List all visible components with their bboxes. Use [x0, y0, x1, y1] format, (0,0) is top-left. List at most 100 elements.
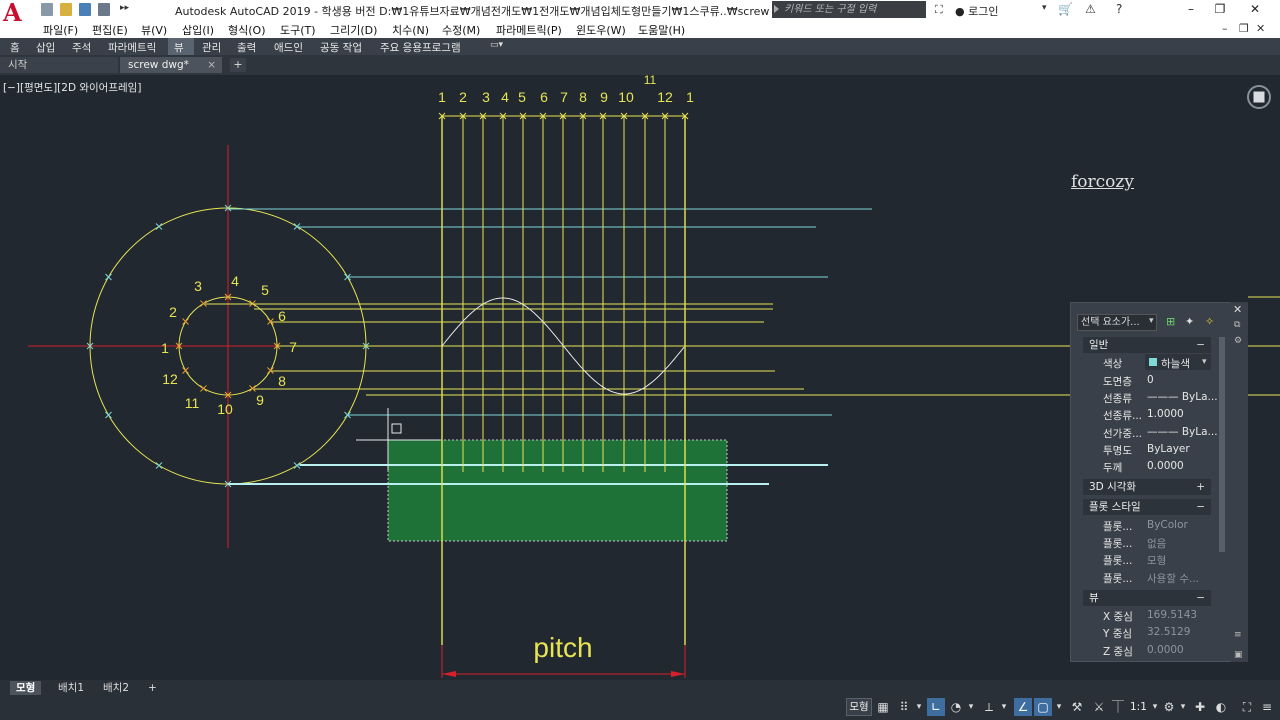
cart-icon[interactable]: 🛒 [1058, 2, 1073, 16]
scale-value[interactable]: 1:1 [1130, 701, 1147, 713]
quick-select-icon[interactable]: ✧ [1205, 315, 1215, 328]
scale-dropdown-icon[interactable]: ▾ [1152, 702, 1158, 712]
inner-division-mark-9 [224, 391, 232, 399]
menu-insert[interactable]: 삽입(I) [182, 24, 215, 37]
ribbon-tab-output[interactable]: 출력 [237, 42, 257, 54]
doc-restore-button[interactable]: ❐ [1239, 22, 1249, 35]
fullscreen-icon[interactable]: ⛶ [1242, 700, 1252, 714]
color-value-box[interactable] [1145, 354, 1211, 370]
application-menu-button[interactable]: A [0, 0, 30, 40]
object-snap-icon[interactable]: ▢ [1034, 698, 1052, 716]
open-icon[interactable] [60, 3, 72, 16]
menu-tools[interactable]: 도구(T) [280, 24, 316, 37]
isodraft-dropdown-icon[interactable]: ▾ [1001, 702, 1007, 712]
search-input[interactable]: 키워드 또는 구절 입력 [772, 1, 926, 18]
isolate-icon[interactable]: ◐ [1215, 700, 1227, 714]
grid-icon[interactable]: ▦ [877, 700, 889, 714]
polar-dropdown-icon[interactable]: ▾ [968, 702, 974, 712]
ribbon-tab-manage[interactable]: 관리 [202, 42, 222, 54]
isodraft-icon[interactable]: ⟂ [984, 700, 993, 714]
section-view[interactable]: 뷰− [1083, 590, 1211, 606]
workspace-gear-icon[interactable]: ⚙ [1163, 700, 1175, 714]
ribbon-tab-addins[interactable]: 애드인 [274, 42, 303, 54]
ribbon-tab-featured-apps[interactable]: 주요 응용프로그램 [380, 42, 461, 54]
palette-scrollbar[interactable] [1219, 337, 1225, 552]
menu-modify[interactable]: 수정(M) [442, 24, 481, 37]
prop-value-lineweight[interactable]: ——— ByLa... [1147, 426, 1218, 438]
prop-value-layer[interactable]: 0 [1147, 374, 1154, 386]
tab-layout2[interactable]: 배치2 [103, 682, 130, 694]
section-plot-style[interactable]: 플롯 스타일− [1083, 499, 1211, 515]
palette-close-icon[interactable]: ✕ [1233, 303, 1243, 316]
new-tab-button[interactable]: + [230, 58, 246, 72]
expand-toolbar-icon[interactable]: ▸▸ [120, 3, 130, 13]
menu-view[interactable]: 뷰(V) [141, 24, 168, 37]
viewport-controls[interactable]: [−][평면도][2D 와이어프레임] [3, 82, 142, 94]
snap-dropdown-icon[interactable]: ▾ [916, 702, 922, 712]
prop-value-linetype[interactable]: ——— ByLa... [1147, 391, 1218, 403]
palette-menu-icon[interactable]: ▣ [1234, 650, 1243, 660]
select-objects-icon[interactable]: ✦ [1185, 315, 1195, 328]
ribbon-minimize-icon[interactable]: ▭▾ [490, 40, 504, 50]
prop-value-linetype-scale[interactable]: 1.0000 [1147, 408, 1184, 420]
section-general[interactable]: 일반− [1083, 337, 1211, 353]
palette-settings-icon[interactable]: ⚙ [1234, 336, 1243, 346]
menu-edit[interactable]: 편집(E) [92, 24, 128, 37]
exchange-icon[interactable]: ⚠ [1085, 2, 1096, 16]
minimize-button[interactable]: – [1188, 2, 1194, 16]
tab-model[interactable]: 모형 [10, 681, 42, 695]
auto-scale-icon[interactable]: ⚔ [1093, 700, 1105, 714]
viewcube-icon[interactable] [1246, 84, 1272, 110]
ribbon-tab-view[interactable]: 뷰 [174, 42, 184, 54]
add-layout-button[interactable]: + [148, 682, 157, 694]
prop-value-thickness[interactable]: 0.0000 [1147, 460, 1184, 472]
new-icon[interactable] [41, 3, 53, 16]
polar-icon[interactable]: ◔ [950, 700, 962, 714]
ortho-icon[interactable]: ∟ [927, 698, 945, 716]
menu-help[interactable]: 도움말(H) [638, 24, 686, 37]
ribbon-tab-parametric[interactable]: 파라메트릭 [108, 42, 157, 54]
toggle-pickadd-icon[interactable]: ⊞ [1166, 315, 1176, 328]
menu-parametric[interactable]: 파라메트릭(P) [496, 24, 562, 37]
close-tab-icon[interactable]: × [207, 59, 216, 71]
doc-close-button[interactable]: ✕ [1256, 22, 1266, 35]
object-snap-tracking-icon[interactable]: ∠ [1014, 698, 1032, 716]
ribbon-tab-home[interactable]: 홈 [10, 42, 20, 54]
save-icon[interactable] [79, 3, 91, 16]
close-button[interactable]: ✕ [1249, 2, 1261, 16]
ribbon-tab-insert[interactable]: 삽입 [36, 42, 56, 54]
palette-resize-icon[interactable]: ≡ [1234, 630, 1242, 640]
annotation-visibility-icon[interactable]: ⚒ [1071, 700, 1083, 714]
circle-label-12: 12 [162, 371, 178, 387]
annotation-scale-icon[interactable]: ⏉ [1111, 700, 1124, 714]
menu-dimension[interactable]: 치수(N) [392, 24, 430, 37]
signin-dropdown-icon[interactable]: ▾ [1042, 3, 1047, 13]
workspace-dropdown-icon[interactable]: ▾ [1180, 702, 1186, 712]
customize-icon[interactable]: ≡ [1261, 700, 1273, 714]
model-space-button[interactable]: 모형 [846, 698, 872, 716]
object-snap-dropdown-icon[interactable]: ▾ [1056, 702, 1062, 712]
menu-format[interactable]: 형식(O) [228, 24, 266, 37]
plus-icon[interactable]: ✚ [1194, 700, 1206, 714]
color-dropdown-icon[interactable]: ▾ [1202, 357, 1207, 367]
snap-icon[interactable]: ⠿ [899, 700, 909, 714]
section-3d-visualization[interactable]: 3D 시각화+ [1083, 479, 1211, 495]
tab-screw-drawing[interactable]: screw dwg*× [120, 57, 222, 73]
menu-draw[interactable]: 그리기(D) [330, 24, 378, 37]
ribbon-tab-collaborate[interactable]: 공동 작업 [320, 42, 362, 54]
doc-minimize-button[interactable]: – [1222, 22, 1228, 35]
menu-window[interactable]: 윈도우(W) [576, 24, 626, 37]
print-icon[interactable] [98, 3, 110, 16]
palette-autohide-icon[interactable]: ⧉ [1234, 320, 1241, 330]
tab-layout1[interactable]: 배치1 [58, 682, 85, 694]
selection-filter-dropdown[interactable]: 선택 요소가... [1077, 314, 1157, 331]
binoculars-icon[interactable]: ⛶ [935, 3, 943, 16]
help-icon[interactable]: ? [1116, 2, 1123, 16]
tab-start[interactable]: 시작 [0, 57, 118, 73]
signin-button[interactable]: ● 로그인 [955, 3, 998, 19]
menu-file[interactable]: 파일(F) [43, 24, 79, 37]
maximize-button[interactable]: ❐ [1214, 2, 1226, 16]
prop-value-transparency[interactable]: ByLayer [1147, 443, 1190, 455]
ribbon-tab-annotate[interactable]: 주석 [72, 42, 92, 54]
